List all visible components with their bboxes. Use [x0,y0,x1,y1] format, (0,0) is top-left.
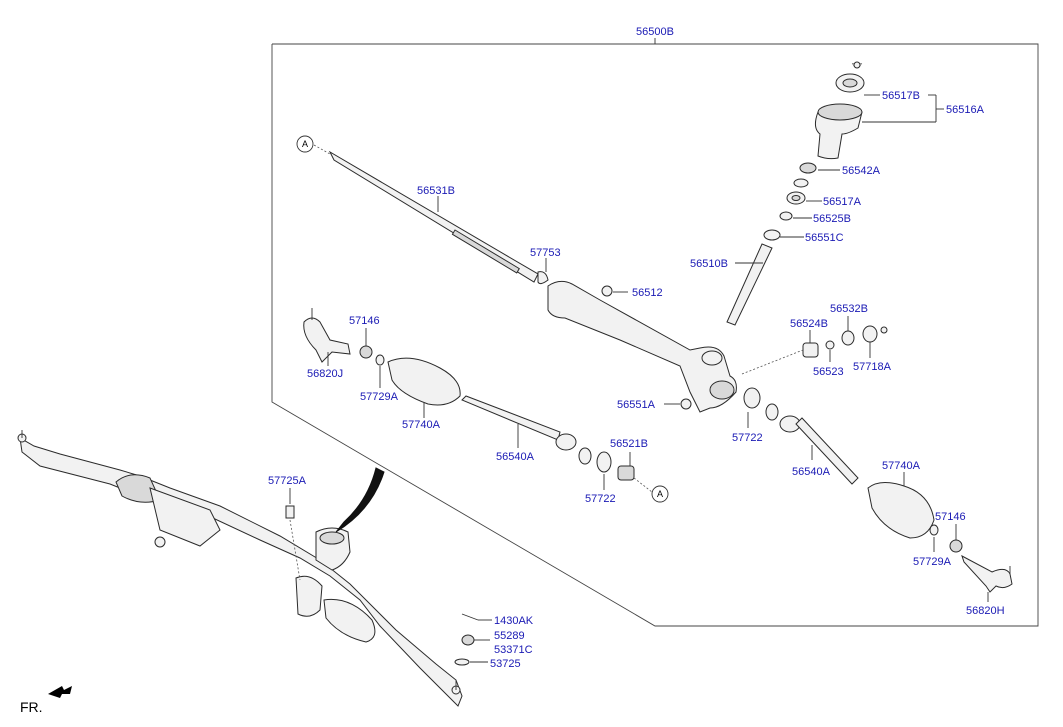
label-56540A-left: 56540A [496,451,535,463]
label-57722-right: 57722 [732,432,763,444]
yoke-56524B [802,342,819,358]
boot-57740A-left [387,357,461,406]
label-56531B: 56531B [417,185,455,197]
label-56525B: 56525B [813,213,851,225]
oring-57718A [862,325,878,343]
label-56523: 56523 [813,366,844,378]
reference-a-bottom [651,485,669,503]
ring-56525B [779,211,793,221]
stopper-56521B [617,465,635,481]
washer [793,178,809,188]
complete-steering-gear-assembly [17,430,463,707]
ring-57722-right [743,387,761,409]
label-56540A-right: 56540A [792,466,831,478]
nut-57146-left [359,345,373,359]
label-56524B: 56524B [790,318,828,330]
spring-56523 [825,340,835,350]
label-56510B: 56510B [690,258,728,270]
label-1430AK: 1430AK [494,615,534,627]
nut-55289 [461,634,475,646]
label-57729A-left: 57729A [360,391,399,403]
label-57146-left: 57146 [349,315,380,327]
washer-53725 [454,658,470,666]
label-57725A: 57725A [268,475,307,487]
tie-rod-end-56820H [961,554,1013,593]
label-56517A: 56517A [823,196,862,208]
tie-rod-end-56820J [303,317,351,363]
ring-57722-left [596,451,612,473]
plug-56512 [601,285,613,297]
nut-57146-right [949,539,963,553]
label-53725: 53725 [490,658,521,670]
label-56820H: 56820H [966,605,1005,617]
assembly-frame [271,43,1039,627]
label-57740A-right: 57740A [882,460,921,472]
label-56551C: 56551C [805,232,844,244]
reference-a-bottom-text: A [657,489,663,499]
label-53371C: 53371C [494,644,533,656]
label-56512: 56512 [632,287,663,299]
bolt-57725A [285,505,295,519]
label-56517B: 56517B [882,90,920,102]
nut-56542A [799,162,817,174]
gear-housing [547,280,737,413]
clip-57729A-left [375,354,385,366]
oring-left [578,447,592,465]
label-55289: 55289 [494,630,525,642]
label-56532B: 56532B [830,303,868,315]
label-56500B: 56500B [636,26,674,38]
label-56521B: 56521B [610,438,648,450]
label-56551A: 56551A [617,399,656,411]
label-57722-left: 57722 [585,493,616,505]
bearing-56551C [763,229,781,241]
reference-a-top [296,135,314,153]
tie-rod-56540A-left [461,395,561,441]
oring-right [765,403,779,421]
front-direction-label: FR. [20,699,43,715]
pinion-shaft-56510B [726,243,773,326]
plug-56532B [841,330,855,346]
boot-57740A-right [867,482,935,539]
label-57753: 57753 [530,247,561,259]
reference-a-top-text: A [302,139,308,149]
label-57729A-right: 57729A [913,556,952,568]
bearing-56551A [680,398,692,410]
front-direction-arrow-icon [48,686,72,698]
label-56516A: 56516A [946,104,985,116]
bushing-57753 [537,271,549,285]
label-56542A: 56542A [842,165,881,177]
tie-rod-joint-left [555,433,577,451]
clip-57729A-right [929,524,939,536]
bolt-small [853,61,861,69]
tie-rod-56540A-right [795,417,859,485]
label-57146-right: 57146 [935,511,966,523]
label-57718A: 57718A [853,361,892,373]
label-57740A-left: 57740A [402,419,441,431]
callout-arrow [335,467,385,533]
label-56820J: 56820J [307,368,343,380]
